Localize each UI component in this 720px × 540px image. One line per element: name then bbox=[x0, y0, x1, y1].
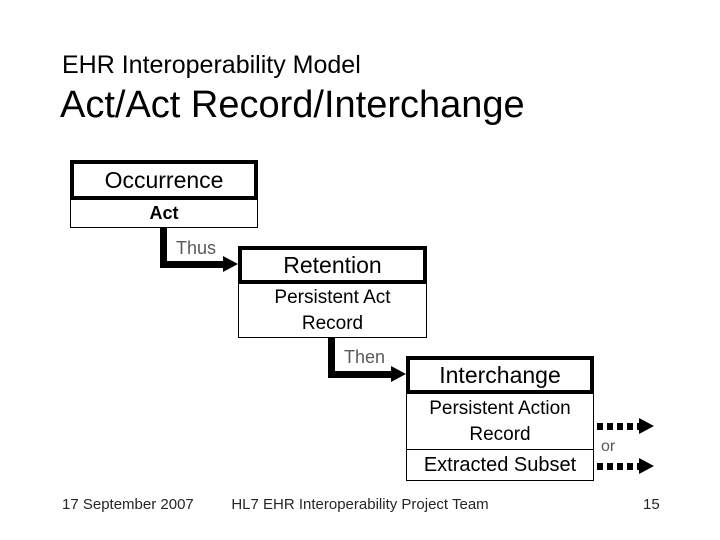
retention-title: Retention bbox=[283, 251, 382, 278]
extracted-subset-box: Extracted Subset bbox=[406, 449, 594, 481]
or-label: or bbox=[601, 438, 616, 455]
dotted-arrow-top-arrowhead-right-icon bbox=[639, 418, 654, 434]
then-arrowhead-right-icon bbox=[391, 366, 406, 382]
thus-arrowhead-right-icon bbox=[223, 256, 238, 272]
persistent-action-record-box: Persistent Action Record bbox=[406, 393, 594, 450]
thus-label: Thus bbox=[176, 238, 217, 258]
then-arrow-stem bbox=[328, 338, 335, 378]
retention-box: Retention bbox=[238, 246, 427, 284]
then-label: Then bbox=[344, 347, 386, 367]
occurrence-box: Occurrence bbox=[70, 160, 258, 200]
slide-title: Act/Act Record/Interchange bbox=[60, 84, 525, 126]
then-arrow-bar bbox=[328, 371, 391, 378]
act-label: Act bbox=[149, 203, 179, 223]
footer-team: HL7 EHR Interoperability Project Team bbox=[231, 496, 489, 513]
dotted-arrow-bottom-line bbox=[597, 463, 639, 470]
occurrence-title: Occurrence bbox=[104, 166, 224, 193]
thus-arrow-stem bbox=[160, 228, 167, 268]
extracted-subset-label: Extracted Subset bbox=[423, 453, 577, 476]
footer-date: 17 September 2007 bbox=[62, 496, 194, 513]
interchange-box: Interchange bbox=[406, 356, 594, 394]
persistent-act-record-box: Persistent Act Record bbox=[238, 283, 427, 338]
dotted-arrow-bottom-arrowhead-right-icon bbox=[639, 458, 654, 474]
thus-arrow-bar bbox=[160, 261, 223, 268]
interchange-title: Interchange bbox=[439, 361, 561, 388]
footer-page-number: 15 bbox=[643, 496, 660, 513]
persistent-act-record-label: Persistent Act Record bbox=[274, 286, 391, 334]
persistent-action-record-label: Persistent Action Record bbox=[429, 397, 571, 445]
act-box: Act bbox=[70, 199, 258, 228]
slide-subtitle: EHR Interoperability Model bbox=[62, 51, 361, 79]
dotted-arrow-top-line bbox=[597, 423, 639, 430]
